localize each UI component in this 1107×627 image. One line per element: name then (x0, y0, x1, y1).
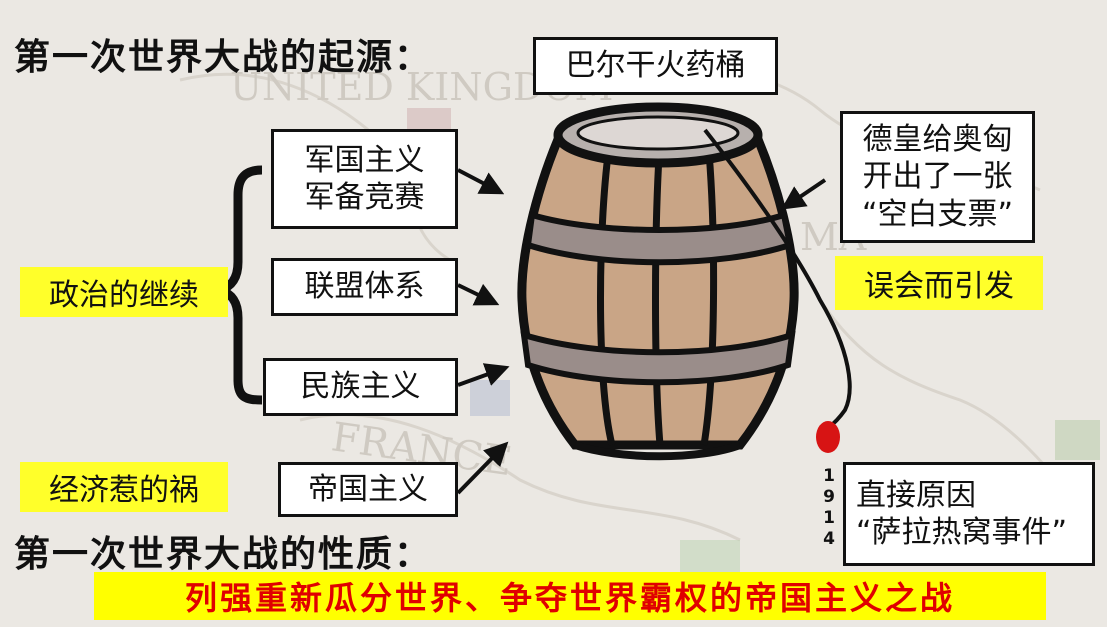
powder-barrel-icon (517, 102, 799, 461)
cause-nationalism-label: 民族主义 (300, 369, 421, 405)
nature-title: 第一次世界大战的性质： (14, 533, 433, 575)
blank-check-line-1: 德皇给奥匈 (862, 121, 1013, 157)
blank-check-line-2: 开出了一张 (862, 159, 1013, 195)
cause-militarism-line-1: 军国主义 (304, 142, 425, 178)
fuse-spark-icon (816, 421, 840, 453)
year-digit-2: 9 (823, 487, 835, 507)
economy-label: 经济惹的祸 (20, 462, 228, 512)
fuse-line (703, 128, 852, 430)
year-digit-3: 1 (823, 508, 835, 528)
page-title: 第一次世界大战的起源： (14, 36, 433, 78)
cause-imperialism-box: 帝国主义 (278, 462, 458, 517)
barrel-label-box: 巴尔干火药桶 (533, 37, 778, 95)
direct-cause-box: 直接原因 “萨拉热窝事件” (843, 462, 1095, 566)
cause-alliance-label: 联盟体系 (304, 269, 425, 305)
cause-militarism-line-2: 军备竞赛 (304, 180, 425, 215)
cause-nationalism-box: 民族主义 (263, 358, 458, 416)
year-digit-1: 1 (823, 466, 835, 486)
blank-check-line-3: “空白支票” (861, 196, 1014, 232)
arrow-blank-check (781, 178, 827, 210)
arrow-alliance (457, 283, 500, 306)
arrow-militarism (457, 168, 505, 195)
brace-label: 政治的继续 (20, 267, 228, 317)
blank-check-box: 德皇给奥匈 开出了一张 “空白支票” (840, 111, 1035, 243)
year-1914: 1 9 1 4 (820, 466, 838, 550)
cause-militarism-box: 军国主义 军备竞赛 (271, 129, 458, 229)
arrow-imperialism (456, 441, 509, 495)
year-digit-4: 4 (823, 529, 835, 549)
barrel-label: 巴尔干火药桶 (565, 48, 746, 84)
nature-summary: 列强重新瓜分世界、争夺世界霸权的帝国主义之战 (94, 572, 1046, 620)
cause-imperialism-label: 帝国主义 (308, 471, 428, 507)
cause-alliance-box: 联盟体系 (271, 258, 458, 316)
arrow-nationalism (457, 363, 510, 387)
misunderstanding-label: 误会而引发 (835, 256, 1043, 310)
direct-cause-line-2: “萨拉热窝事件” (856, 515, 1068, 550)
direct-cause-line-1: 直接原因 (856, 477, 976, 513)
